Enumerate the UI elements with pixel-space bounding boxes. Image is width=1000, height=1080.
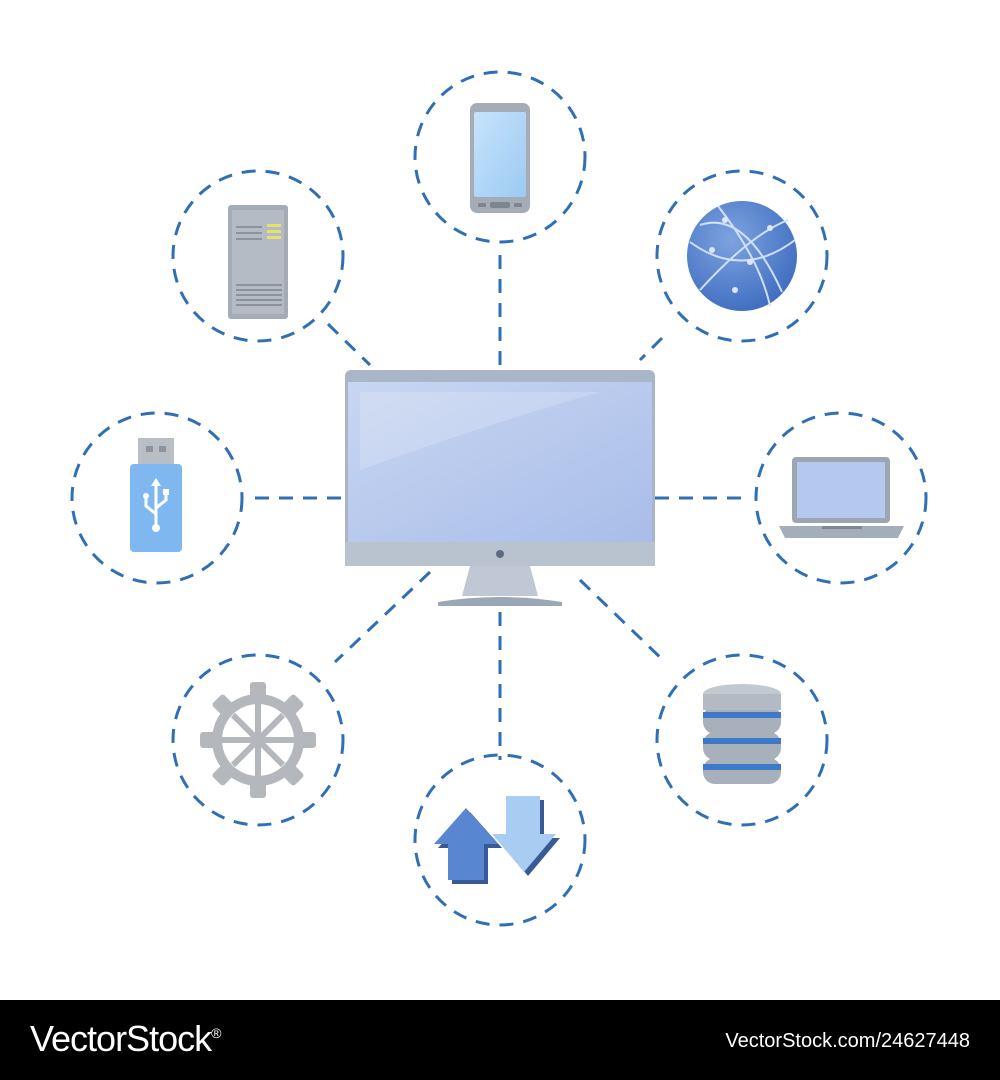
connector-gear — [333, 570, 432, 664]
ring-usb — [70, 411, 244, 585]
connector-globe — [638, 336, 664, 362]
globe-network-icon — [687, 201, 797, 311]
diagram-canvas — [70, 70, 928, 927]
database-icon — [703, 684, 781, 784]
ring-laptop — [754, 411, 928, 585]
gear-icon — [200, 682, 316, 798]
registered-mark: ® — [211, 1025, 221, 1041]
ring-smartphone — [413, 70, 587, 244]
ring-server — [171, 169, 345, 343]
usb-drive-icon — [130, 438, 182, 552]
connector-server — [326, 322, 372, 367]
network-diagram — [70, 70, 928, 927]
desktop-monitor-icon — [345, 370, 655, 606]
connector-database — [578, 578, 667, 664]
node-rings — [70, 70, 928, 927]
connectors — [255, 255, 750, 760]
image-id-text: VectorStock.com/24627448 — [725, 1030, 970, 1052]
vectorstock-logo: VectorStock® — [30, 1018, 221, 1060]
ring-globe — [655, 169, 829, 343]
ring-database — [655, 653, 829, 827]
smartphone-icon — [470, 103, 530, 213]
watermark-footer: VectorStock® VectorStock.com/24627448 — [0, 1000, 1000, 1080]
ring-transfer — [413, 753, 587, 927]
upload-download-arrows-icon — [434, 796, 560, 884]
server-tower-icon — [228, 205, 288, 319]
ring-gear — [171, 653, 345, 827]
brand-name: VectorStock — [30, 1018, 212, 1059]
laptop-icon — [779, 457, 904, 538]
